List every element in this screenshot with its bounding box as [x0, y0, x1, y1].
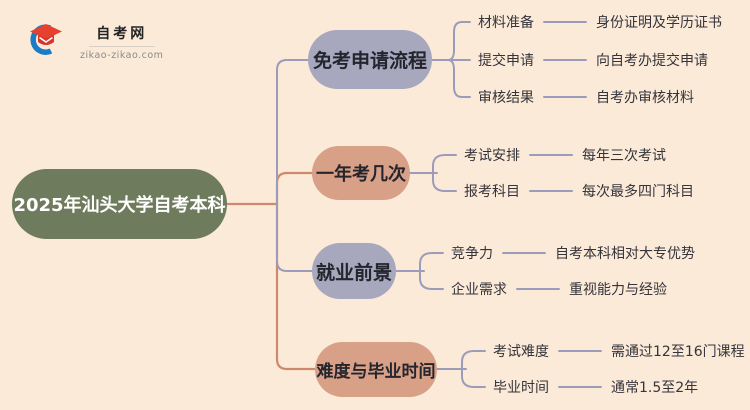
- subtopic-label: 报考科目: [464, 184, 520, 200]
- subtopic-value: 每次最多四门科目: [582, 184, 694, 200]
- subtopic-label: 考试安排: [464, 148, 520, 164]
- branch-node-exemption-process: 免考申请流程: [308, 30, 432, 89]
- graduation-cap-icon: [26, 21, 66, 57]
- subtopic-value: 需通过12至16门课程: [611, 344, 745, 360]
- leaf-row: 竞争力 自考本科相对大专优势: [451, 242, 695, 264]
- site-name: 自考网: [96, 26, 148, 42]
- branch-node-exams-per-year: 一年考几次: [312, 146, 410, 200]
- dash-connector: [529, 190, 573, 192]
- leaf-row: 提交申请 向自考办提交申请: [478, 49, 708, 71]
- subtopic-label: 毕业时间: [493, 380, 549, 396]
- leaf-row: 考试难度 需通过12至16门课程: [493, 340, 745, 362]
- dash-connector: [558, 350, 602, 352]
- subtopic-label: 竞争力: [451, 246, 493, 262]
- subtopic-value: 自考本科相对大专优势: [555, 246, 695, 262]
- subtopic-label: 材料准备: [478, 15, 534, 31]
- dash-connector: [502, 252, 546, 254]
- subtopic-label: 考试难度: [493, 344, 549, 360]
- dash-connector: [529, 154, 573, 156]
- logo-divider: [88, 46, 155, 47]
- leaf-row: 材料准备 身份证明及学历证书: [478, 11, 722, 33]
- subtopic-value: 每年三次考试: [582, 148, 666, 164]
- dash-connector: [516, 288, 560, 290]
- leaf-row: 毕业时间 通常1.5至2年: [493, 376, 698, 398]
- dash-connector: [558, 386, 602, 388]
- leaf-row: 审核结果 自考办审核材料: [478, 86, 694, 108]
- leaf-row: 企业需求 重视能力与经验: [451, 278, 667, 300]
- root-node-title: 2025年汕头大学自考本科: [12, 169, 227, 239]
- dash-connector: [543, 21, 587, 23]
- leaf-row: 报考科目 每次最多四门科目: [464, 180, 694, 202]
- logo-text-block: 自考网 zikao-zikao.com: [80, 21, 163, 61]
- subtopic-label: 企业需求: [451, 282, 507, 298]
- subtopic-value: 身份证明及学历证书: [596, 15, 722, 31]
- dash-connector: [543, 96, 587, 98]
- subtopic-value: 向自考办提交申请: [596, 53, 708, 69]
- branch-node-job-prospects: 就业前景: [312, 243, 396, 299]
- leaf-row: 考试安排 每年三次考试: [464, 144, 666, 166]
- subtopic-value: 自考办审核材料: [596, 90, 694, 106]
- branch-node-difficulty-graduation: 难度与毕业时间: [315, 342, 437, 397]
- subtopic-label: 提交申请: [478, 53, 534, 69]
- site-logo[interactable]: 自考网 zikao-zikao.com: [26, 21, 163, 61]
- dash-connector: [543, 59, 587, 61]
- subtopic-value: 通常1.5至2年: [611, 380, 699, 396]
- subtopic-value: 重视能力与经验: [569, 282, 667, 298]
- subtopic-label: 审核结果: [478, 90, 534, 106]
- gray-connectors: [276, 21, 486, 388]
- site-url[interactable]: zikao-zikao.com: [80, 50, 164, 61]
